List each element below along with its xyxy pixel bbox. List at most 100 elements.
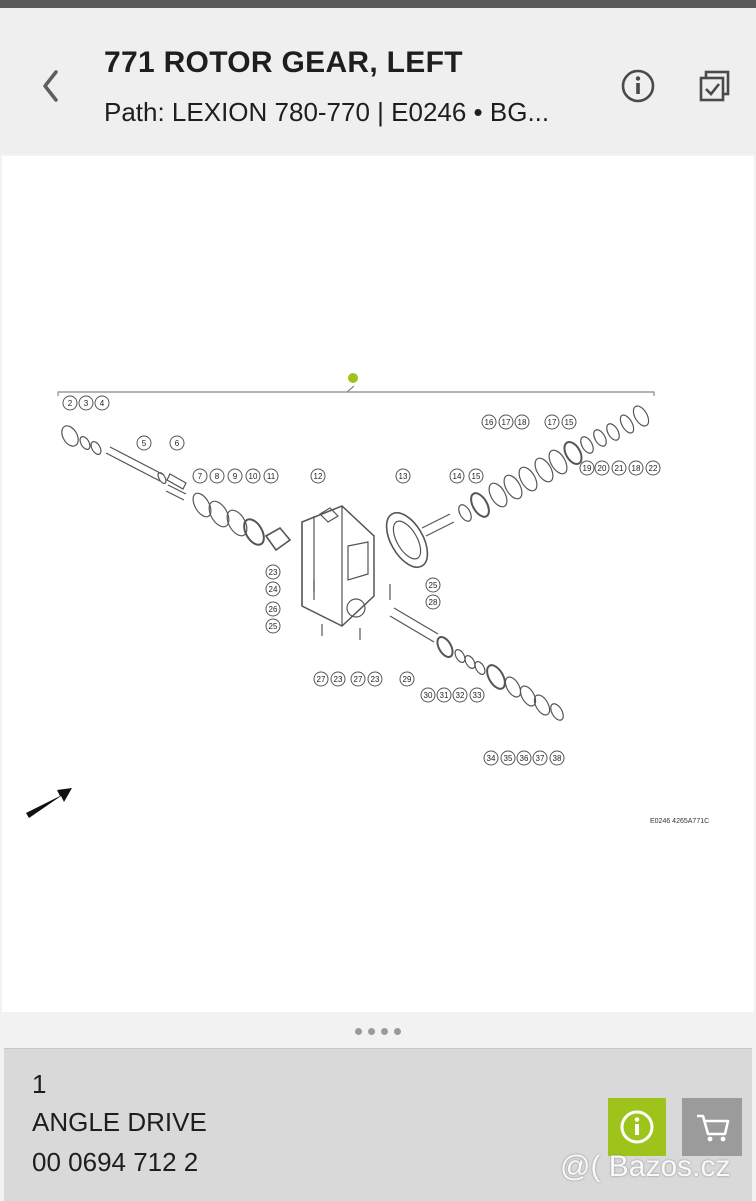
part-callout-circle[interactable] <box>350 671 366 687</box>
part-callout-label[interactable]: 21 <box>615 464 624 473</box>
part-callout-label[interactable]: 31 <box>440 691 449 700</box>
part-callout-circle[interactable] <box>227 468 243 484</box>
part-callout-circle[interactable] <box>265 581 281 597</box>
part-callout-circle[interactable] <box>245 468 261 484</box>
part-callout-label[interactable]: 29 <box>403 675 412 684</box>
part-callout-label[interactable]: 27 <box>354 675 363 684</box>
part-callout-circle[interactable] <box>449 468 465 484</box>
part-callout-label[interactable]: 22 <box>649 464 658 473</box>
part-callout-label[interactable]: 23 <box>371 675 380 684</box>
part-callout-circle[interactable] <box>395 468 411 484</box>
part-callout-circle[interactable] <box>532 750 548 766</box>
part-callout-label[interactable]: 9 <box>233 472 238 481</box>
part-callout-circle[interactable] <box>313 671 329 687</box>
info-button[interactable] <box>616 64 660 108</box>
part-callout-label[interactable]: 18 <box>518 418 527 427</box>
carousel-dot[interactable] <box>355 1028 362 1035</box>
part-callout-label[interactable]: 13 <box>399 472 408 481</box>
part-callout-label[interactable]: 34 <box>487 754 496 763</box>
part-callout-label[interactable]: 17 <box>548 418 557 427</box>
part-callout-circle[interactable] <box>425 577 441 593</box>
part-callout-label[interactable]: 38 <box>553 754 562 763</box>
part-detail-panel[interactable]: 1 ANGLE DRIVE 00 0694 712 2 <box>4 1048 752 1201</box>
part-callout-circle[interactable] <box>192 468 208 484</box>
part-callout-circle[interactable] <box>330 671 346 687</box>
part-callout-circle[interactable] <box>62 395 78 411</box>
part-callout-circle[interactable] <box>420 687 436 703</box>
part-callout-circle[interactable] <box>452 687 468 703</box>
part-callout-label[interactable]: 4 <box>100 399 105 408</box>
part-callout-label[interactable]: 36 <box>520 754 529 763</box>
back-button[interactable] <box>36 66 68 106</box>
part-callout-label[interactable]: 30 <box>424 691 433 700</box>
part-callout-circle[interactable] <box>425 594 441 610</box>
part-callout-circle[interactable] <box>594 460 610 476</box>
part-callout-circle[interactable] <box>516 750 532 766</box>
part-callout-circle[interactable] <box>263 468 279 484</box>
part-callout-label[interactable]: 25 <box>269 622 278 631</box>
part-callout-label[interactable]: 19 <box>583 464 592 473</box>
part-callout-label[interactable]: 5 <box>142 439 147 448</box>
part-info-button[interactable] <box>608 1098 666 1156</box>
part-callout-label[interactable]: 18 <box>632 464 641 473</box>
part-callout-circle[interactable] <box>561 414 577 430</box>
part-callout-label[interactable]: 14 <box>453 472 462 481</box>
part-callout-circle[interactable] <box>265 618 281 634</box>
carousel-dot[interactable] <box>381 1028 388 1035</box>
part-callout-circle[interactable] <box>483 750 499 766</box>
part-callout-label[interactable]: 23 <box>269 568 278 577</box>
part-callout-circle[interactable] <box>611 460 627 476</box>
part-callout-circle[interactable] <box>94 395 110 411</box>
part-callout-circle[interactable] <box>544 414 560 430</box>
diagram-anchor-marker[interactable] <box>348 373 358 383</box>
part-callout-circle[interactable] <box>498 414 514 430</box>
part-callout-circle[interactable] <box>468 468 484 484</box>
part-callout-circle[interactable] <box>169 435 185 451</box>
part-callout-circle[interactable] <box>136 435 152 451</box>
part-callout-label[interactable]: 11 <box>267 472 276 481</box>
part-callout-label[interactable]: 25 <box>429 581 438 590</box>
part-callout-label[interactable]: 32 <box>456 691 465 700</box>
carousel-dot[interactable] <box>394 1028 401 1035</box>
part-callout-circle[interactable] <box>514 414 530 430</box>
add-to-cart-button[interactable] <box>682 1098 742 1156</box>
part-callout-circle[interactable] <box>481 414 497 430</box>
part-callout-label[interactable]: 24 <box>269 585 278 594</box>
part-callout-circle[interactable] <box>310 468 326 484</box>
part-callout-circle[interactable] <box>645 460 661 476</box>
part-callout-label[interactable]: 37 <box>536 754 545 763</box>
part-callout-label[interactable]: 15 <box>472 472 481 481</box>
part-callout-circle[interactable] <box>265 601 281 617</box>
part-callout-circle[interactable] <box>500 750 516 766</box>
part-callout-circle[interactable] <box>209 468 225 484</box>
part-callout-label[interactable]: 26 <box>269 605 278 614</box>
part-callout-circle[interactable] <box>436 687 452 703</box>
carousel-dot[interactable] <box>368 1028 375 1035</box>
part-callout-circle[interactable] <box>628 460 644 476</box>
part-callout-label[interactable]: 6 <box>175 439 180 448</box>
part-callout-label[interactable]: 20 <box>598 464 607 473</box>
select-items-button[interactable] <box>694 64 738 108</box>
part-callout-circle[interactable] <box>78 395 94 411</box>
part-callout-label[interactable]: 28 <box>429 598 438 607</box>
part-callout-label[interactable]: 10 <box>249 472 258 481</box>
part-callout-label[interactable]: 12 <box>314 472 323 481</box>
part-callout-label[interactable]: 35 <box>504 754 513 763</box>
part-callout-circle[interactable] <box>579 460 595 476</box>
part-callout-circle[interactable] <box>265 564 281 580</box>
part-callout-label[interactable]: 16 <box>485 418 494 427</box>
part-callout-label[interactable]: 7 <box>198 472 203 481</box>
part-callout-circle[interactable] <box>549 750 565 766</box>
part-callout-circle[interactable] <box>399 671 415 687</box>
part-callout-circle[interactable] <box>469 687 485 703</box>
part-callout-label[interactable]: 15 <box>565 418 574 427</box>
part-callout-label[interactable]: 2 <box>68 399 73 408</box>
part-callout-label[interactable]: 27 <box>317 675 326 684</box>
part-callout-label[interactable]: 33 <box>473 691 482 700</box>
part-callout-label[interactable]: 17 <box>502 418 511 427</box>
part-callout-circle[interactable] <box>367 671 383 687</box>
part-callout-label[interactable]: 3 <box>84 399 89 408</box>
part-callout-label[interactable]: 8 <box>215 472 220 481</box>
part-callout-label[interactable]: 23 <box>334 675 343 684</box>
